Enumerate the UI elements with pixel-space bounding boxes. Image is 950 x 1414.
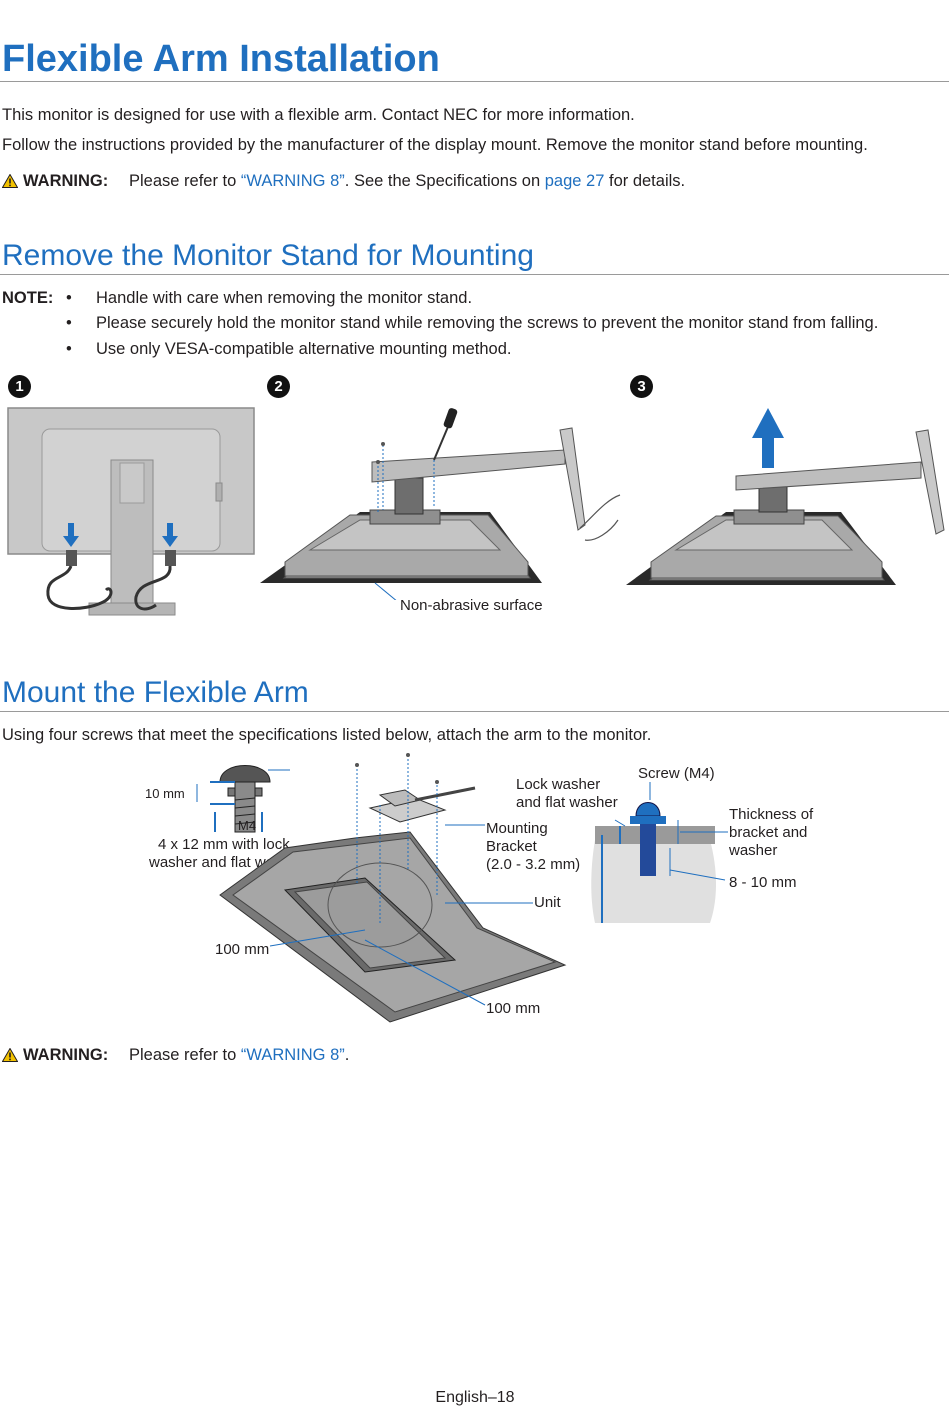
step-number-1: 1 [8,375,31,398]
hole-spacing-x-label: 100 mm [215,941,270,958]
intro-paragraph-2: Follow the instructions provided by the … [2,136,868,154]
lock-washer-label: and flat washer [516,794,618,811]
screw-m4-label: Screw (M4) [638,765,715,782]
monitor-back-illustration [219,753,567,1023]
page-title: Flexible Arm Installation [2,38,440,80]
lock-washer-label: Lock washer [516,776,601,793]
warning-block-1: WARNING: Please refer to “WARNING 8”. Se… [2,171,902,191]
cross-section-illustration [591,782,728,923]
note-bullet: Please securely hold the monitor stand w… [96,314,879,332]
warning-block-2: WARNING: Please refer to “WARNING 8”. [2,1045,602,1065]
unit-label: Unit [534,894,561,911]
warning-icon [2,174,18,188]
bullet-dot: • [66,289,72,307]
page-27-link[interactable]: page 27 [544,172,605,190]
warning-text: Please refer to “WARNING 8”. See the Spe… [129,172,686,190]
step-2-illustration [260,408,621,600]
screw-spec-label: 4 x 12 mm with lock [158,836,290,853]
warning-8-link[interactable]: “WARNING 8” [240,172,345,190]
hole-spacing-y-label: 100 mm [486,1000,541,1017]
thickness-label: bracket and [729,824,808,841]
warning-label: WARNING: [23,172,109,190]
screw-length-label: 10 mm [145,786,185,801]
screwdriver-icon [433,408,458,461]
warning-8-link[interactable]: “WARNING 8” [240,1046,345,1064]
mount-intro: Using four screws that meet the specific… [2,726,652,744]
section-heading-mount-arm: Mount the Flexible Arm [2,676,309,709]
title-rule [0,81,949,82]
surface-label: Non-abrasive surface [400,597,543,614]
mounting-bracket-label: Mounting [486,820,548,837]
thickness-label: Thickness of [729,806,814,823]
step-3-illustration [626,408,945,585]
arrow-down-icon [63,523,79,547]
section-heading-remove-stand: Remove the Monitor Stand for Mounting [2,239,534,272]
arrow-down-icon [162,523,178,547]
note-bullet: Handle with care when removing the monit… [96,289,473,307]
step-1-illustration [7,407,255,616]
warning-icon [2,1048,18,1062]
note-label: NOTE: [2,289,54,307]
screw-depth-label: 8 - 10 mm [729,874,797,891]
arrow-up-icon [752,408,784,468]
section-rule [0,711,949,712]
bullet-dot: • [66,340,72,358]
hand-icon [579,494,621,541]
screw-illustration [196,765,290,833]
thickness-label: washer [729,842,778,859]
power-plug-icon [66,550,77,566]
section-rule [0,274,949,275]
step-number-3: 3 [630,375,653,398]
intro-paragraph-1: This monitor is designed for use with a … [2,106,635,124]
warning-text: Please refer to “WARNING 8”. [129,1046,350,1064]
step-number-2: 2 [267,375,290,398]
mounting-bracket-label: (2.0 - 3.2 mm) [486,856,581,873]
warning-label: WARNING: [23,1046,109,1064]
m4-label: M4 [238,818,257,833]
mounting-bracket-label: Bracket [486,838,537,855]
page-footer: English–18 [435,1389,515,1406]
note-bullet: Use only VESA-compatible alternative mou… [96,340,512,358]
signal-plug-icon [165,550,176,566]
bullet-dot: • [66,314,72,332]
